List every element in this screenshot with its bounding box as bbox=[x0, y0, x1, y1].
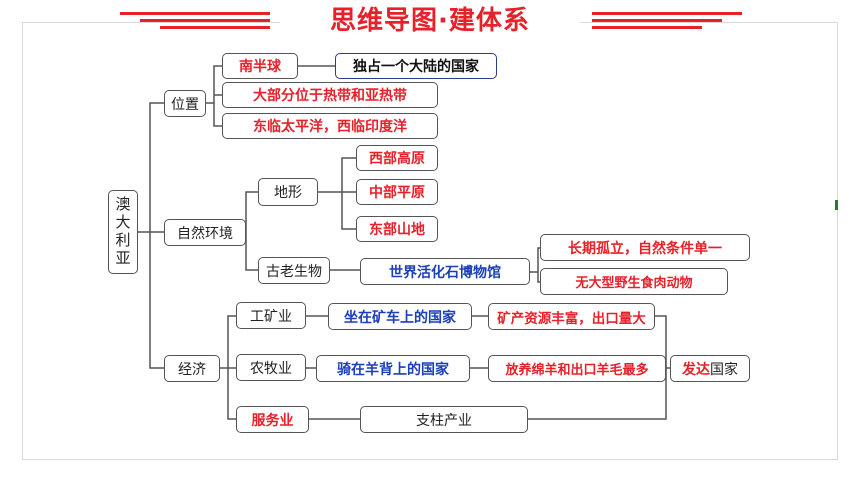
location-item-1: 南半球 bbox=[222, 53, 298, 79]
node-service: 服务业 bbox=[236, 406, 309, 433]
location-note-text: 独占一个大陆的国家 bbox=[353, 59, 479, 75]
conclusion-node: 发达国家 bbox=[670, 355, 750, 382]
page-title: 思维导图·建体系 bbox=[280, 4, 580, 38]
service-note: 支柱产业 bbox=[360, 406, 528, 433]
conclusion-highlight: 发达 bbox=[682, 361, 710, 378]
location-item-3: 东临太平洋，西临印度洋 bbox=[222, 113, 438, 139]
decorative-mark bbox=[835, 200, 838, 210]
node-location: 位置 bbox=[164, 90, 206, 117]
terrain-item-1: 西部高原 bbox=[356, 145, 438, 171]
title-stripe-right-1 bbox=[592, 12, 742, 15]
terrain-item-3: 东部山地 bbox=[356, 216, 438, 242]
title-stripe-right-3 bbox=[592, 26, 702, 29]
farming-note: 骑在羊背上的国家 bbox=[316, 355, 470, 382]
title-stripe-left-1 bbox=[120, 12, 270, 15]
node-farming: 农牧业 bbox=[236, 354, 306, 381]
title-stripe-right-2 bbox=[592, 19, 722, 22]
title-stripe-left-3 bbox=[160, 26, 270, 29]
biology-note: 世界活化石博物馆 bbox=[360, 258, 530, 285]
node-biology: 古老生物 bbox=[258, 257, 330, 284]
root-node: 澳大利亚 bbox=[108, 190, 138, 274]
conclusion-text: 国家 bbox=[710, 361, 738, 378]
location-item-2: 大部分位于热带和亚热带 bbox=[222, 82, 438, 108]
title-stripe-left-2 bbox=[140, 19, 270, 22]
node-economy: 经济 bbox=[164, 355, 220, 382]
node-terrain: 地形 bbox=[258, 178, 318, 206]
terrain-item-2: 中部平原 bbox=[356, 179, 438, 205]
biology-reason-2: 无大型野生食肉动物 bbox=[540, 268, 728, 295]
location-note: 独占一个大陆的国家 bbox=[335, 53, 497, 79]
node-nature: 自然环境 bbox=[164, 219, 246, 246]
node-mining: 工矿业 bbox=[236, 302, 306, 329]
mining-detail: 矿产资源丰富，出口量大 bbox=[488, 303, 655, 330]
mining-note: 坐在矿车上的国家 bbox=[328, 303, 472, 330]
biology-reason-1: 长期孤立，自然条件单一 bbox=[540, 234, 750, 261]
farming-detail: 放养绵羊和出口羊毛最多 bbox=[488, 355, 666, 382]
